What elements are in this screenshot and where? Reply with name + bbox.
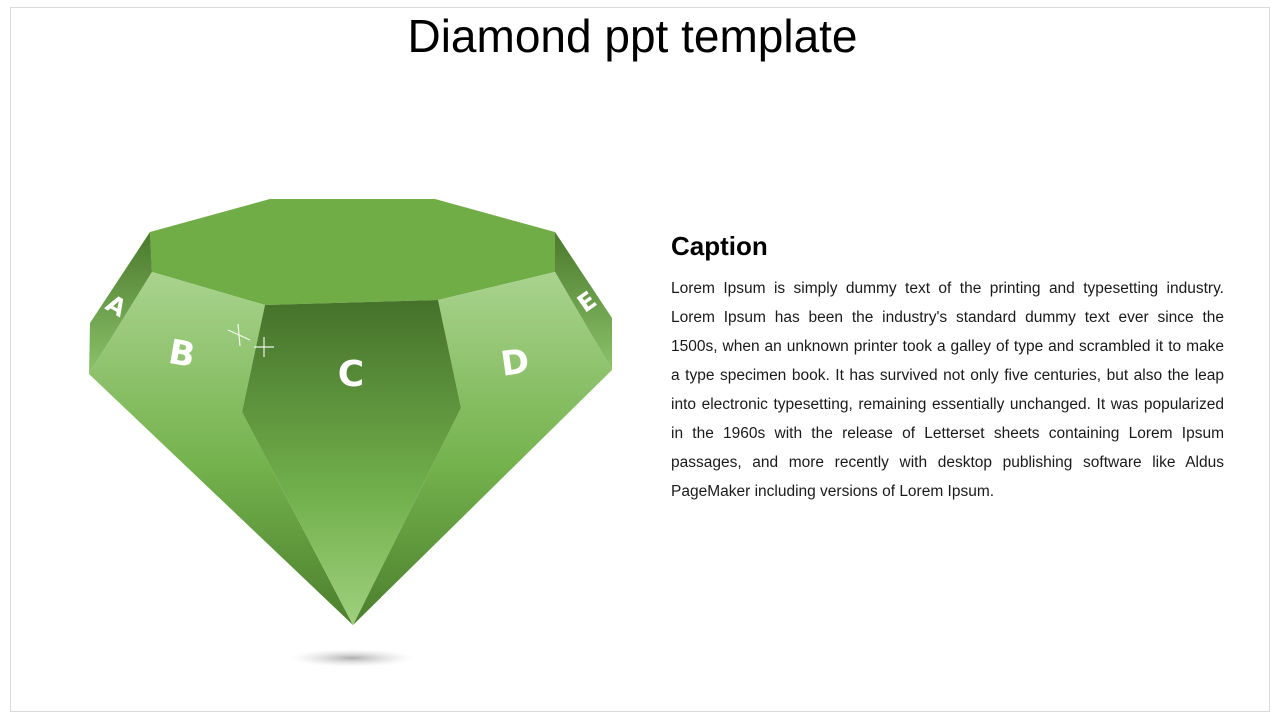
facet-e <box>555 232 612 370</box>
facet-c <box>242 300 461 625</box>
facet-c-label: C <box>338 354 364 395</box>
diamond-shadow <box>290 649 414 667</box>
diamond-table-facet <box>150 199 555 305</box>
caption-heading: Caption <box>671 231 768 261</box>
facet-b <box>89 272 353 625</box>
caption-body: Lorem Ipsum is simply dummy text of the … <box>671 280 1224 500</box>
slide-title: Diamond ppt template <box>407 10 858 62</box>
facet-d <box>353 272 612 625</box>
sparkle-icon <box>227 323 274 357</box>
facet-a <box>89 232 152 374</box>
facet-d-label: D <box>498 341 532 385</box>
caption-block: Caption Lorem Ipsum is simply dummy text… <box>671 228 1224 506</box>
diamond-diagram: A B C D E <box>89 199 612 667</box>
